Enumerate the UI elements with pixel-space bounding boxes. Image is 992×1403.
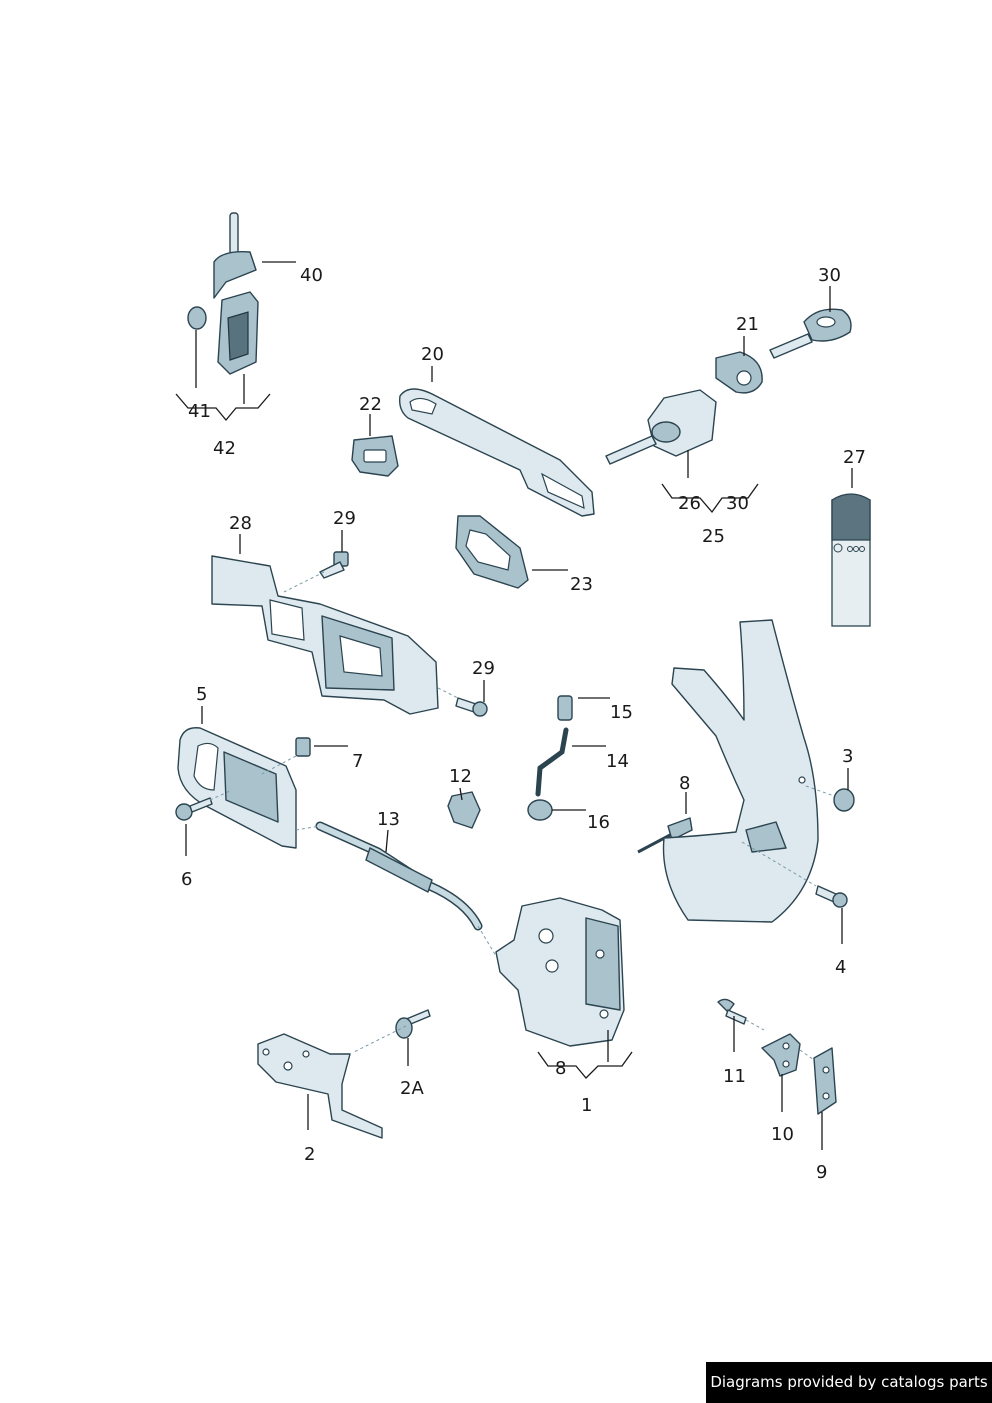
callout-30-set: 30 xyxy=(726,493,749,514)
callout-41: 41 xyxy=(188,401,211,422)
plate-9-part xyxy=(813,1047,837,1115)
clip-12-part xyxy=(447,791,481,829)
callout-20: 20 xyxy=(421,344,444,365)
callout-27: 27 xyxy=(843,447,866,468)
seal-part xyxy=(351,435,399,477)
callout-29-lower: 29 xyxy=(472,658,495,679)
callout-13: 13 xyxy=(377,809,400,830)
bracket-2-part xyxy=(257,1033,383,1139)
screw-4-part xyxy=(815,885,848,908)
callout-9: 9 xyxy=(816,1162,827,1183)
callout-4: 4 xyxy=(835,957,846,978)
handle-gasket-part xyxy=(455,515,529,589)
door-panel-part xyxy=(662,619,819,923)
bolt-2A-part xyxy=(395,1009,431,1039)
callout-11: 11 xyxy=(723,1066,746,1087)
callout-12: 12 xyxy=(449,766,472,787)
rod-15-14-16-parts xyxy=(527,695,573,821)
callout-6: 6 xyxy=(181,869,192,890)
callout-8-lock: 8 xyxy=(555,1058,566,1079)
key-blank-part xyxy=(213,212,257,299)
callout-labels: 40 41 42 20 22 30 21 26 30 25 27 28 29 2… xyxy=(181,265,866,1183)
assembly-lines xyxy=(209,571,835,1061)
nut-3-part xyxy=(833,788,855,812)
screw-6-part xyxy=(175,797,213,821)
callout-25: 25 xyxy=(702,526,725,547)
callout-2: 2 xyxy=(304,1144,315,1165)
callout-30-key: 30 xyxy=(818,265,841,286)
outer-handle-part xyxy=(398,388,595,517)
callout-23: 23 xyxy=(570,574,593,595)
callout-22: 22 xyxy=(359,394,382,415)
striker-10-part xyxy=(761,1033,801,1077)
callout-16: 16 xyxy=(587,812,610,833)
remote-key-part xyxy=(187,291,259,375)
callout-14: 14 xyxy=(606,751,629,772)
callout-10: 10 xyxy=(771,1124,794,1145)
callout-15: 15 xyxy=(610,702,633,723)
callout-40: 40 xyxy=(300,265,323,286)
callout-21: 21 xyxy=(736,314,759,335)
callout-28: 28 xyxy=(229,513,252,534)
callout-7: 7 xyxy=(352,751,363,772)
callout-1: 1 xyxy=(581,1095,592,1116)
handle-bracket-part xyxy=(211,555,439,715)
spray-can-part xyxy=(831,493,871,627)
callout-42: 42 xyxy=(213,438,236,459)
cable-13-part xyxy=(315,821,483,931)
callout-3: 3 xyxy=(842,746,853,767)
inner-handle-part xyxy=(177,727,297,849)
callout-29-top: 29 xyxy=(333,508,356,529)
clip-7-part xyxy=(295,737,311,757)
ignition-key-part xyxy=(769,308,852,359)
screw-11-part xyxy=(717,998,747,1025)
screw-29-lower xyxy=(455,697,488,717)
footer-credit-banner: Diagrams provided by catalogs parts xyxy=(706,1362,992,1403)
screw-29-top xyxy=(319,551,349,579)
callout-2A: 2A xyxy=(400,1078,424,1099)
callout-26: 26 xyxy=(678,493,701,514)
callout-8-pin: 8 xyxy=(679,773,690,794)
leader-lines xyxy=(175,261,853,1150)
lock-cover-part xyxy=(715,351,763,394)
pin-8-part xyxy=(637,817,693,854)
callout-5: 5 xyxy=(196,684,207,705)
lock-cylinder-part xyxy=(605,389,717,465)
door-lock-part xyxy=(495,897,625,1047)
